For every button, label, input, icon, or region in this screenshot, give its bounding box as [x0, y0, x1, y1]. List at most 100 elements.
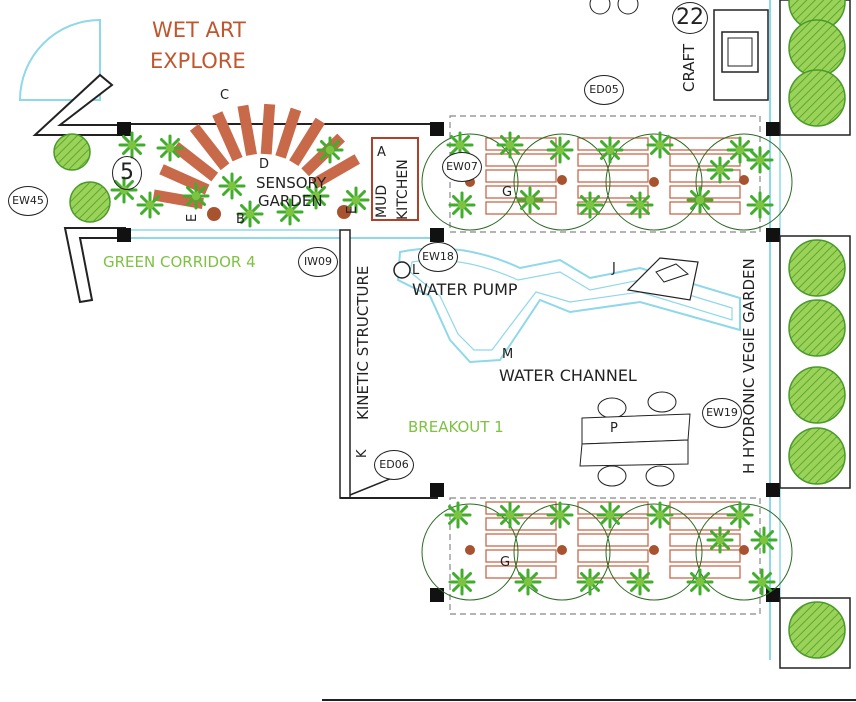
plant-icon — [546, 136, 574, 164]
plant-icon — [448, 191, 476, 219]
plank — [577, 533, 649, 547]
room-number-craft: 22 — [672, 2, 708, 34]
tree-icon — [788, 366, 846, 424]
plank — [485, 169, 557, 183]
feature-p: P — [610, 421, 618, 436]
plant-icon — [156, 134, 184, 162]
feature-j: J — [612, 261, 616, 276]
plant-icons — [110, 131, 778, 596]
plant-icon — [576, 191, 604, 219]
plank — [669, 153, 741, 167]
plant-icon — [748, 568, 776, 596]
tree-icon — [788, 69, 846, 127]
plant-icon — [182, 182, 210, 210]
bed-circle — [695, 133, 793, 231]
plant-icon — [448, 568, 476, 596]
plank — [289, 117, 325, 167]
tree-icon-group — [788, 0, 846, 659]
plank — [577, 549, 649, 563]
craft-label: CRAFT — [680, 43, 698, 92]
feature-e-right: E — [345, 205, 360, 214]
feature-p-table — [579, 391, 691, 487]
plant-icon — [444, 501, 472, 529]
plank — [485, 517, 557, 531]
feature-d: D — [259, 157, 270, 172]
plank — [260, 103, 276, 155]
plank — [669, 169, 741, 183]
plant-icon — [746, 191, 774, 219]
bed-circle — [513, 133, 611, 231]
plank — [577, 153, 649, 167]
tag-ed05: ED05 — [584, 75, 624, 105]
mud-kitchen-label-2: KITCHEN — [395, 159, 411, 220]
tag-iw09: IW09 — [298, 247, 338, 277]
plank — [485, 185, 557, 199]
wet-art-label: WET ART — [152, 18, 246, 42]
marker-dots — [207, 175, 749, 555]
plank — [485, 533, 557, 547]
plant-icon — [316, 136, 344, 164]
plank — [485, 565, 557, 579]
plant-icon — [236, 200, 264, 228]
bed-circles — [421, 133, 793, 601]
room-number-corridor: 5 — [112, 156, 142, 190]
plant-icon — [514, 568, 542, 596]
plant-icon — [496, 501, 524, 529]
plant-icon — [706, 526, 734, 554]
plant-icon — [342, 186, 370, 214]
plank — [237, 104, 257, 156]
hydronic-garden-label: H HYDRONIC VEGIE GARDEN — [740, 258, 758, 474]
tree-icon — [788, 299, 846, 357]
plant-icon — [546, 501, 574, 529]
water-pump-label: WATER PUMP — [412, 280, 518, 299]
plank — [159, 164, 210, 195]
tree-icon — [788, 239, 846, 297]
door-swing — [18, 18, 101, 101]
plant-icon — [726, 136, 754, 164]
tree-icon — [788, 601, 846, 659]
plant-icon — [136, 191, 164, 219]
bed-circle — [605, 503, 703, 601]
plant-icon — [218, 172, 246, 200]
plank — [669, 185, 741, 199]
tag-ew19: EW19 — [702, 398, 742, 428]
plant-icon — [626, 568, 654, 596]
plant-icon — [646, 131, 674, 159]
feature-e-left: E — [185, 213, 200, 222]
sensory-label-1: SENSORY — [256, 174, 327, 192]
plank — [669, 137, 741, 151]
plank — [577, 565, 649, 579]
wall-left-upper — [32, 73, 126, 136]
plant-icon — [726, 501, 754, 529]
plant-icon — [516, 186, 544, 214]
green-corridor-label: GREEN CORRIDOR 4 — [103, 253, 256, 271]
columns — [117, 122, 780, 602]
plank — [669, 533, 741, 547]
feature-l: L — [412, 263, 420, 278]
shrub-icon — [69, 181, 111, 223]
plank — [577, 185, 649, 199]
hydronic-bed-outline — [449, 497, 761, 615]
kinetic-structure-label: KINETIC STRUCTURE — [354, 265, 372, 420]
wall-breakout-left — [339, 229, 351, 499]
craft-fixture — [617, 0, 639, 15]
feature-a: A — [377, 145, 386, 160]
sensory-garden-planks — [152, 103, 361, 209]
breakout-label: BREAKOUT 1 — [408, 418, 504, 436]
craft-fixture — [589, 0, 611, 15]
plank — [311, 154, 361, 189]
plank — [669, 201, 741, 215]
mud-kitchen-label-1: MUD — [374, 184, 390, 218]
feature-m: M — [502, 347, 514, 362]
plant-icon — [686, 186, 714, 214]
plank — [577, 169, 649, 183]
plant-icon — [706, 156, 734, 184]
bed-circle — [695, 503, 793, 601]
feature-b: B — [236, 212, 245, 227]
plant-icon — [596, 501, 624, 529]
plank — [485, 153, 557, 167]
mud-kitchen-box — [371, 137, 419, 221]
plank — [485, 201, 557, 215]
shrub-icon — [53, 133, 91, 171]
